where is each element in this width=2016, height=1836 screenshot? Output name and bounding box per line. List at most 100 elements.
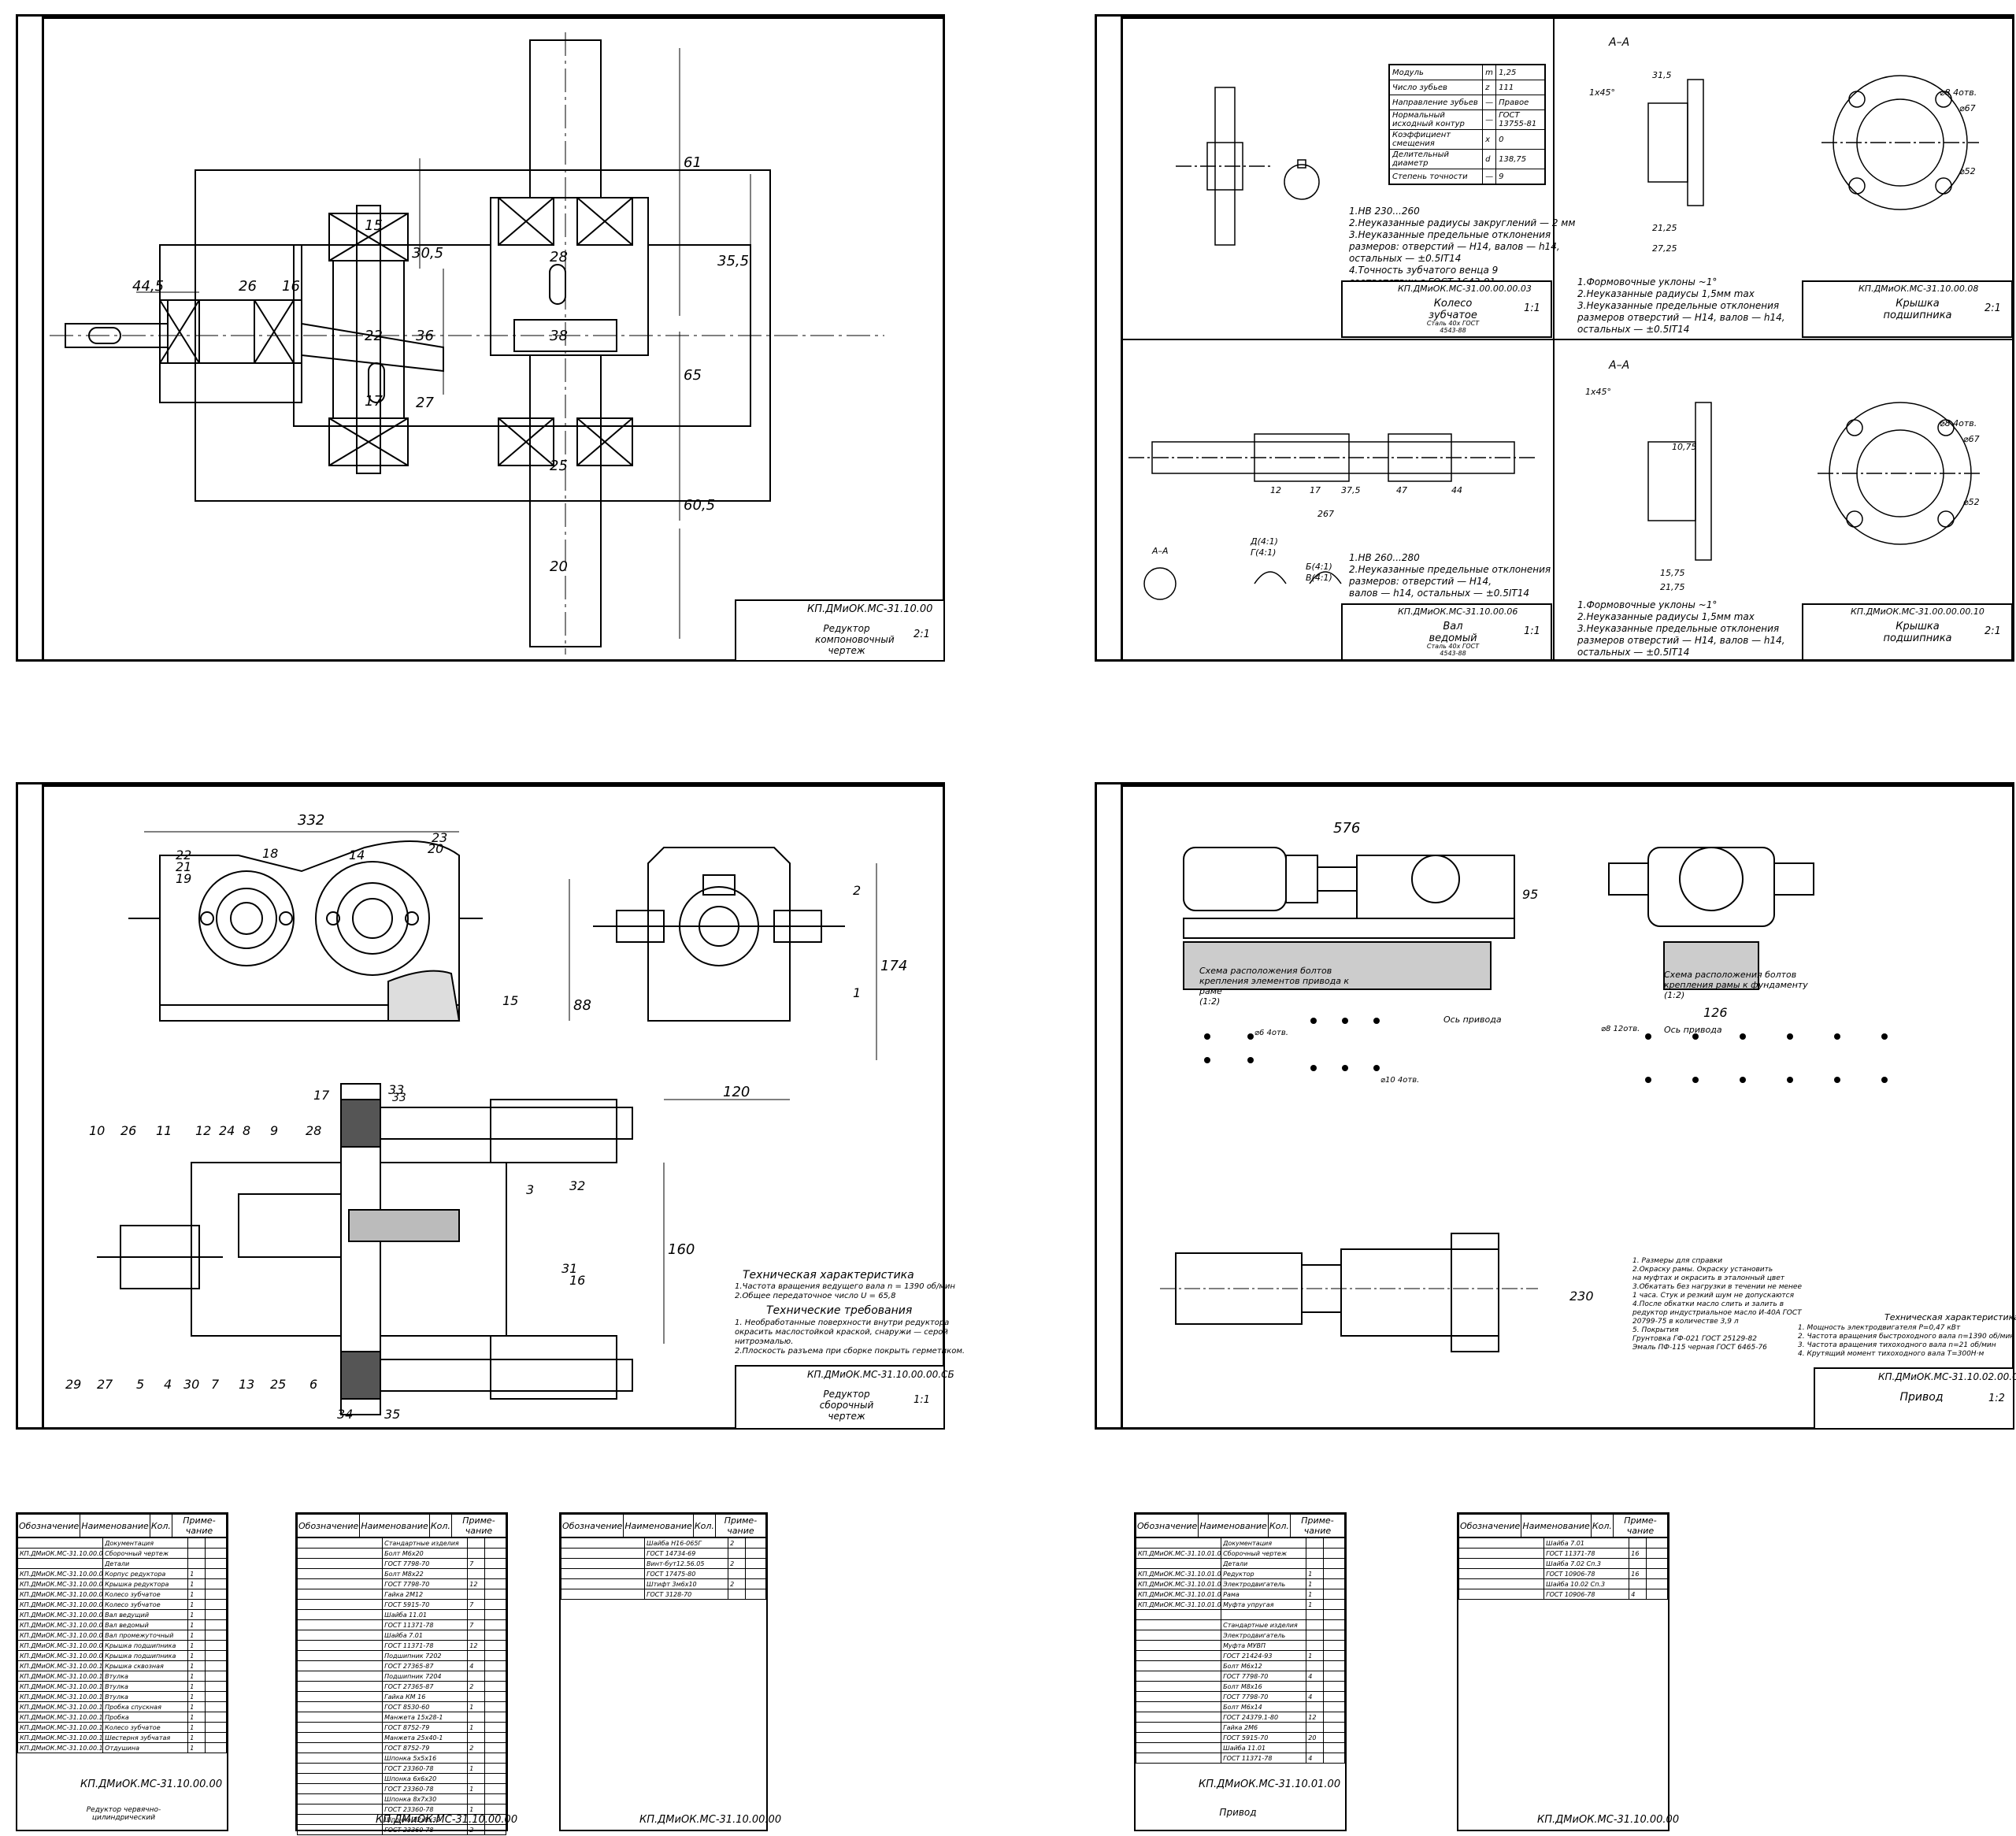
drawing-scale: 2:1 <box>914 629 930 640</box>
req-text: 1. Необработанные поверхности внутри ред… <box>735 1319 965 1356</box>
frame <box>42 784 945 1430</box>
pos-label: 29 <box>65 1377 82 1392</box>
table-cell <box>296 1589 384 1600</box>
table-cell <box>744 1548 767 1559</box>
dim-label: 25 <box>550 458 568 474</box>
table-cell: 1 <box>467 1763 486 1774</box>
table-row: Шайба 7.01 <box>1458 1537 1668 1549</box>
table-cell <box>1135 1660 1222 1671</box>
table-cell <box>205 1568 227 1579</box>
table-cell: ГОСТ 7798-70 <box>1221 1671 1307 1682</box>
pos-label: 31 <box>561 1261 578 1276</box>
dim-label: ⌀67 <box>1963 434 1980 444</box>
drawing-code: КП.ДМиОК.МС-31.10.00.08 <box>1858 284 1979 294</box>
table-row: Шайба 7.01 <box>296 1630 506 1641</box>
drawing-scale: 1:1 <box>914 1394 930 1406</box>
view-label: В(4:1) <box>1306 573 1332 583</box>
details-grid <box>1121 17 2014 662</box>
table-cell <box>484 1589 506 1600</box>
table-cell <box>1306 1609 1325 1620</box>
table-row: Болт М6х14 <box>1135 1701 1345 1712</box>
table-row: Шайба 10.02 Сп.3 <box>1458 1578 1668 1589</box>
table-cell <box>1135 1609 1222 1620</box>
table-cell: Втулка <box>102 1671 189 1682</box>
table-cell: Колесо зубчатое <box>102 1722 189 1733</box>
dim-label: 95 <box>1522 887 1539 902</box>
table-cell <box>205 1681 227 1692</box>
table-cell: ГОСТ 23360-78 <box>382 1763 469 1774</box>
table-row: Болт М8х16 <box>1135 1681 1345 1692</box>
pos-label: 1 <box>853 985 862 1000</box>
table-cell <box>484 1681 506 1692</box>
table-cell: 1 <box>187 1650 206 1661</box>
table-cell: 1 <box>1306 1589 1325 1600</box>
gear-notes: 1.НВ 230...260 2.Неуказанные радиусы зак… <box>1349 206 1576 287</box>
table-row: Направление зубьев—Правое <box>1388 95 1546 110</box>
table-cell: КП.ДМиОК.МС-31.10.00.18 <box>17 1742 104 1753</box>
table-cell: Пробка спускная <box>102 1701 189 1712</box>
dim-label: 16 <box>282 278 300 295</box>
table-cell: Манжета 15х28-1 <box>382 1712 469 1723</box>
table-cell: 1 <box>467 1701 486 1712</box>
table-cell <box>467 1773 486 1784</box>
table-cell <box>1646 1568 1668 1579</box>
table-cell: 1 <box>467 1783 486 1794</box>
table-cell: Шпонка 8х7х30 <box>382 1793 469 1804</box>
tech-text: 1.Частота вращения ведущего вала n = 139… <box>735 1282 955 1300</box>
table-cell: Крышка редуктора <box>102 1578 189 1589</box>
dim-label: 38 <box>550 328 568 344</box>
table-cell <box>484 1650 506 1661</box>
table-cell: Документация <box>102 1537 189 1549</box>
pos-label: 11 <box>156 1123 172 1138</box>
dim-label: 21,25 <box>1652 223 1677 233</box>
pos-label: 8 <box>243 1123 251 1138</box>
table-cell: 7 <box>467 1619 486 1630</box>
table-cell <box>728 1548 746 1559</box>
title-block: КП.ДМиОК.МС-31.00.00.00.03 Колесо зубчат… <box>1341 280 1552 338</box>
dim-label: 230 <box>1569 1289 1594 1304</box>
pos-label: 2 <box>853 883 862 898</box>
table-cell: 2 <box>467 1742 486 1753</box>
title-block: КП.ДМиОК.МС-31.10.00.00.СБ Редуктор сбор… <box>735 1365 954 1430</box>
dim-label: 65 <box>684 367 702 384</box>
table-cell: Шайба Н16-065Г <box>644 1537 729 1549</box>
dim-label: 17 <box>1310 485 1321 495</box>
holes-label: ⌀8 4отв. <box>1940 418 1977 428</box>
table-cell <box>1306 1640 1325 1651</box>
drawing-name: Редуктор компоновочный чертеж <box>815 623 895 656</box>
table-cell: Детали <box>102 1558 189 1569</box>
drawing-code: КП.ДМиОК.МС-31.00.00.00.10 <box>1851 606 1984 617</box>
table-cell: КП.ДМиОК.МС-31.10.01.04 <box>1135 1599 1222 1610</box>
table-cell: 2 <box>467 1681 486 1692</box>
table-cell: 4 <box>1306 1691 1325 1702</box>
table-cell <box>17 1537 104 1549</box>
table-cell: Шайба 10.02 Сп.3 <box>1544 1578 1630 1589</box>
pos-label: 13 <box>239 1377 255 1392</box>
table-cell: 1 <box>187 1599 206 1610</box>
table-cell <box>1135 1640 1222 1651</box>
table-cell <box>484 1578 506 1589</box>
table-cell <box>296 1548 384 1559</box>
table-cell <box>484 1599 506 1610</box>
pos-label: 16 <box>569 1273 586 1288</box>
table-cell <box>1135 1742 1222 1753</box>
table-cell: ГОСТ 3128-70 <box>644 1589 729 1600</box>
table-cell <box>1323 1660 1345 1671</box>
pos-label: 25 <box>270 1377 287 1392</box>
table-cell: КП.ДМиОК.МС-31.10.00.16 <box>17 1722 104 1733</box>
table-cell <box>728 1589 746 1600</box>
table-cell <box>560 1578 646 1589</box>
table-cell: Корпус редуктора <box>102 1568 189 1579</box>
pos-label: 27 <box>97 1377 113 1392</box>
